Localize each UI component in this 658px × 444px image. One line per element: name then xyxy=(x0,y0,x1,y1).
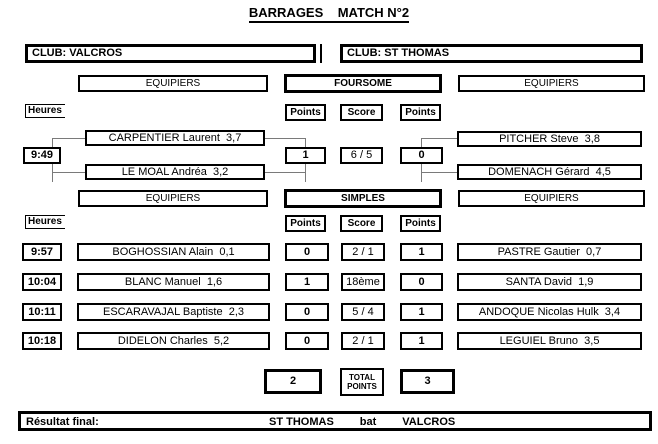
bracket-line-right-bottom xyxy=(421,172,457,173)
club-name-right: CLUB: ST THOMAS xyxy=(347,47,450,59)
simples-row1-left-player: BOGHOSSIAN Alain 0,1 xyxy=(77,243,270,261)
page-title-text: BARRAGES MATCH N°2 xyxy=(248,5,410,23)
foursome-right-player-top: PITCHER Steve 3,8 xyxy=(457,131,642,147)
bracket-line-left-top xyxy=(52,138,85,139)
equipiers-header-left-simples: EQUIPIERS xyxy=(78,190,268,207)
total-points-left-value: 2 xyxy=(264,369,322,394)
foursome-score: 6 / 5 xyxy=(340,147,383,164)
bracket-line-mid-bottom xyxy=(265,172,305,173)
foursome-left-player-bottom: LE MOAL Andréa 3,2 xyxy=(85,164,265,180)
simples-row2-right-points: 0 xyxy=(400,273,443,291)
simples-row1-time: 9:57 xyxy=(22,243,62,261)
final-result-loser: VALCROS xyxy=(402,416,456,428)
simples-row3-time: 10:11 xyxy=(22,303,62,321)
foursome-left-points: 1 xyxy=(285,147,326,164)
bracket-line-right-top xyxy=(421,138,457,139)
simples-row1-score: 2 / 1 xyxy=(341,243,385,261)
foursome-right-player-bottom: DOMENACH Gérard 4,5 xyxy=(457,164,642,180)
club-box-divider-tick xyxy=(320,44,322,63)
equipiers-header-right-foursome: EQUIPIERS xyxy=(458,75,645,92)
simples-row4-score: 2 / 1 xyxy=(341,332,385,350)
equipiers-header-left-foursome: EQUIPIERS xyxy=(78,75,268,92)
simples-header: SIMPLES xyxy=(284,189,442,208)
simples-row2-time: 10:04 xyxy=(22,273,62,291)
foursome-header: FOURSOME xyxy=(284,74,442,93)
club-box-right: CLUB: ST THOMAS xyxy=(340,44,643,63)
points-label-foursome-right: Points xyxy=(400,104,441,121)
final-result-bar: Résultat final: ST THOMAS bat VALCROS xyxy=(18,411,652,431)
foursome-left-player-top: CARPENTIER Laurent 3,7 xyxy=(85,130,265,146)
points-label-simples-left: Points xyxy=(285,215,326,232)
points-label-foursome-left: Points xyxy=(285,104,326,121)
score-label-simples: Score xyxy=(340,215,383,232)
heures-label-simples: Heures xyxy=(25,215,65,229)
bracket-line-left-bottom xyxy=(52,172,85,173)
simples-row1-right-player: PASTRE Gautier 0,7 xyxy=(457,243,642,261)
simples-row2-score: 18ème xyxy=(341,273,385,291)
simples-row4-right-points: 1 xyxy=(400,332,443,350)
simples-row4-left-points: 0 xyxy=(285,332,329,350)
final-result-winner: ST THOMAS xyxy=(269,416,334,428)
equipiers-header-right-simples: EQUIPIERS xyxy=(458,190,645,207)
final-result-value: ST THOMAS bat VALCROS xyxy=(269,416,455,428)
club-box-left: CLUB: VALCROS xyxy=(25,44,316,63)
simples-row4-left-player: DIDELON Charles 5,2 xyxy=(77,332,270,350)
final-result-label: Résultat final: xyxy=(26,416,99,428)
points-label-simples-right: Points xyxy=(400,215,441,232)
simples-row3-right-points: 1 xyxy=(400,303,443,321)
simples-row4-time: 10:18 xyxy=(22,332,62,350)
score-label-foursome: Score xyxy=(340,104,383,121)
total-points-label: TOTAL POINTS xyxy=(340,368,384,396)
final-result-verb: bat xyxy=(359,416,377,428)
simples-row2-right-player: SANTA David 1,9 xyxy=(457,273,642,291)
simples-row3-left-points: 0 xyxy=(285,303,329,321)
simples-row1-left-points: 0 xyxy=(285,243,329,261)
club-name-left: CLUB: VALCROS xyxy=(32,47,123,59)
simples-row2-left-points: 1 xyxy=(285,273,329,291)
total-points-label-line1: TOTAL xyxy=(349,372,375,382)
simples-row2-left-player: BLANC Manuel 1,6 xyxy=(77,273,270,291)
total-points-right-value: 3 xyxy=(400,369,455,394)
simples-row4-right-player: LEGUIEL Bruno 3,5 xyxy=(457,332,642,350)
total-points-label-line2: POINTS xyxy=(347,382,377,391)
page-title: BARRAGES MATCH N°2 xyxy=(0,4,658,23)
foursome-right-points: 0 xyxy=(400,147,443,164)
simples-row3-right-player: ANDOQUE Nicolas Hulk 3,4 xyxy=(457,303,642,321)
heures-label-foursome: Heures xyxy=(25,104,65,118)
foursome-time: 9:49 xyxy=(23,147,61,164)
bracket-line-mid-top xyxy=(265,138,305,139)
simples-row3-score: 5 / 4 xyxy=(341,303,385,321)
simples-row3-left-player: ESCARAVAJAL Baptiste 2,3 xyxy=(77,303,270,321)
simples-row1-right-points: 1 xyxy=(400,243,443,261)
